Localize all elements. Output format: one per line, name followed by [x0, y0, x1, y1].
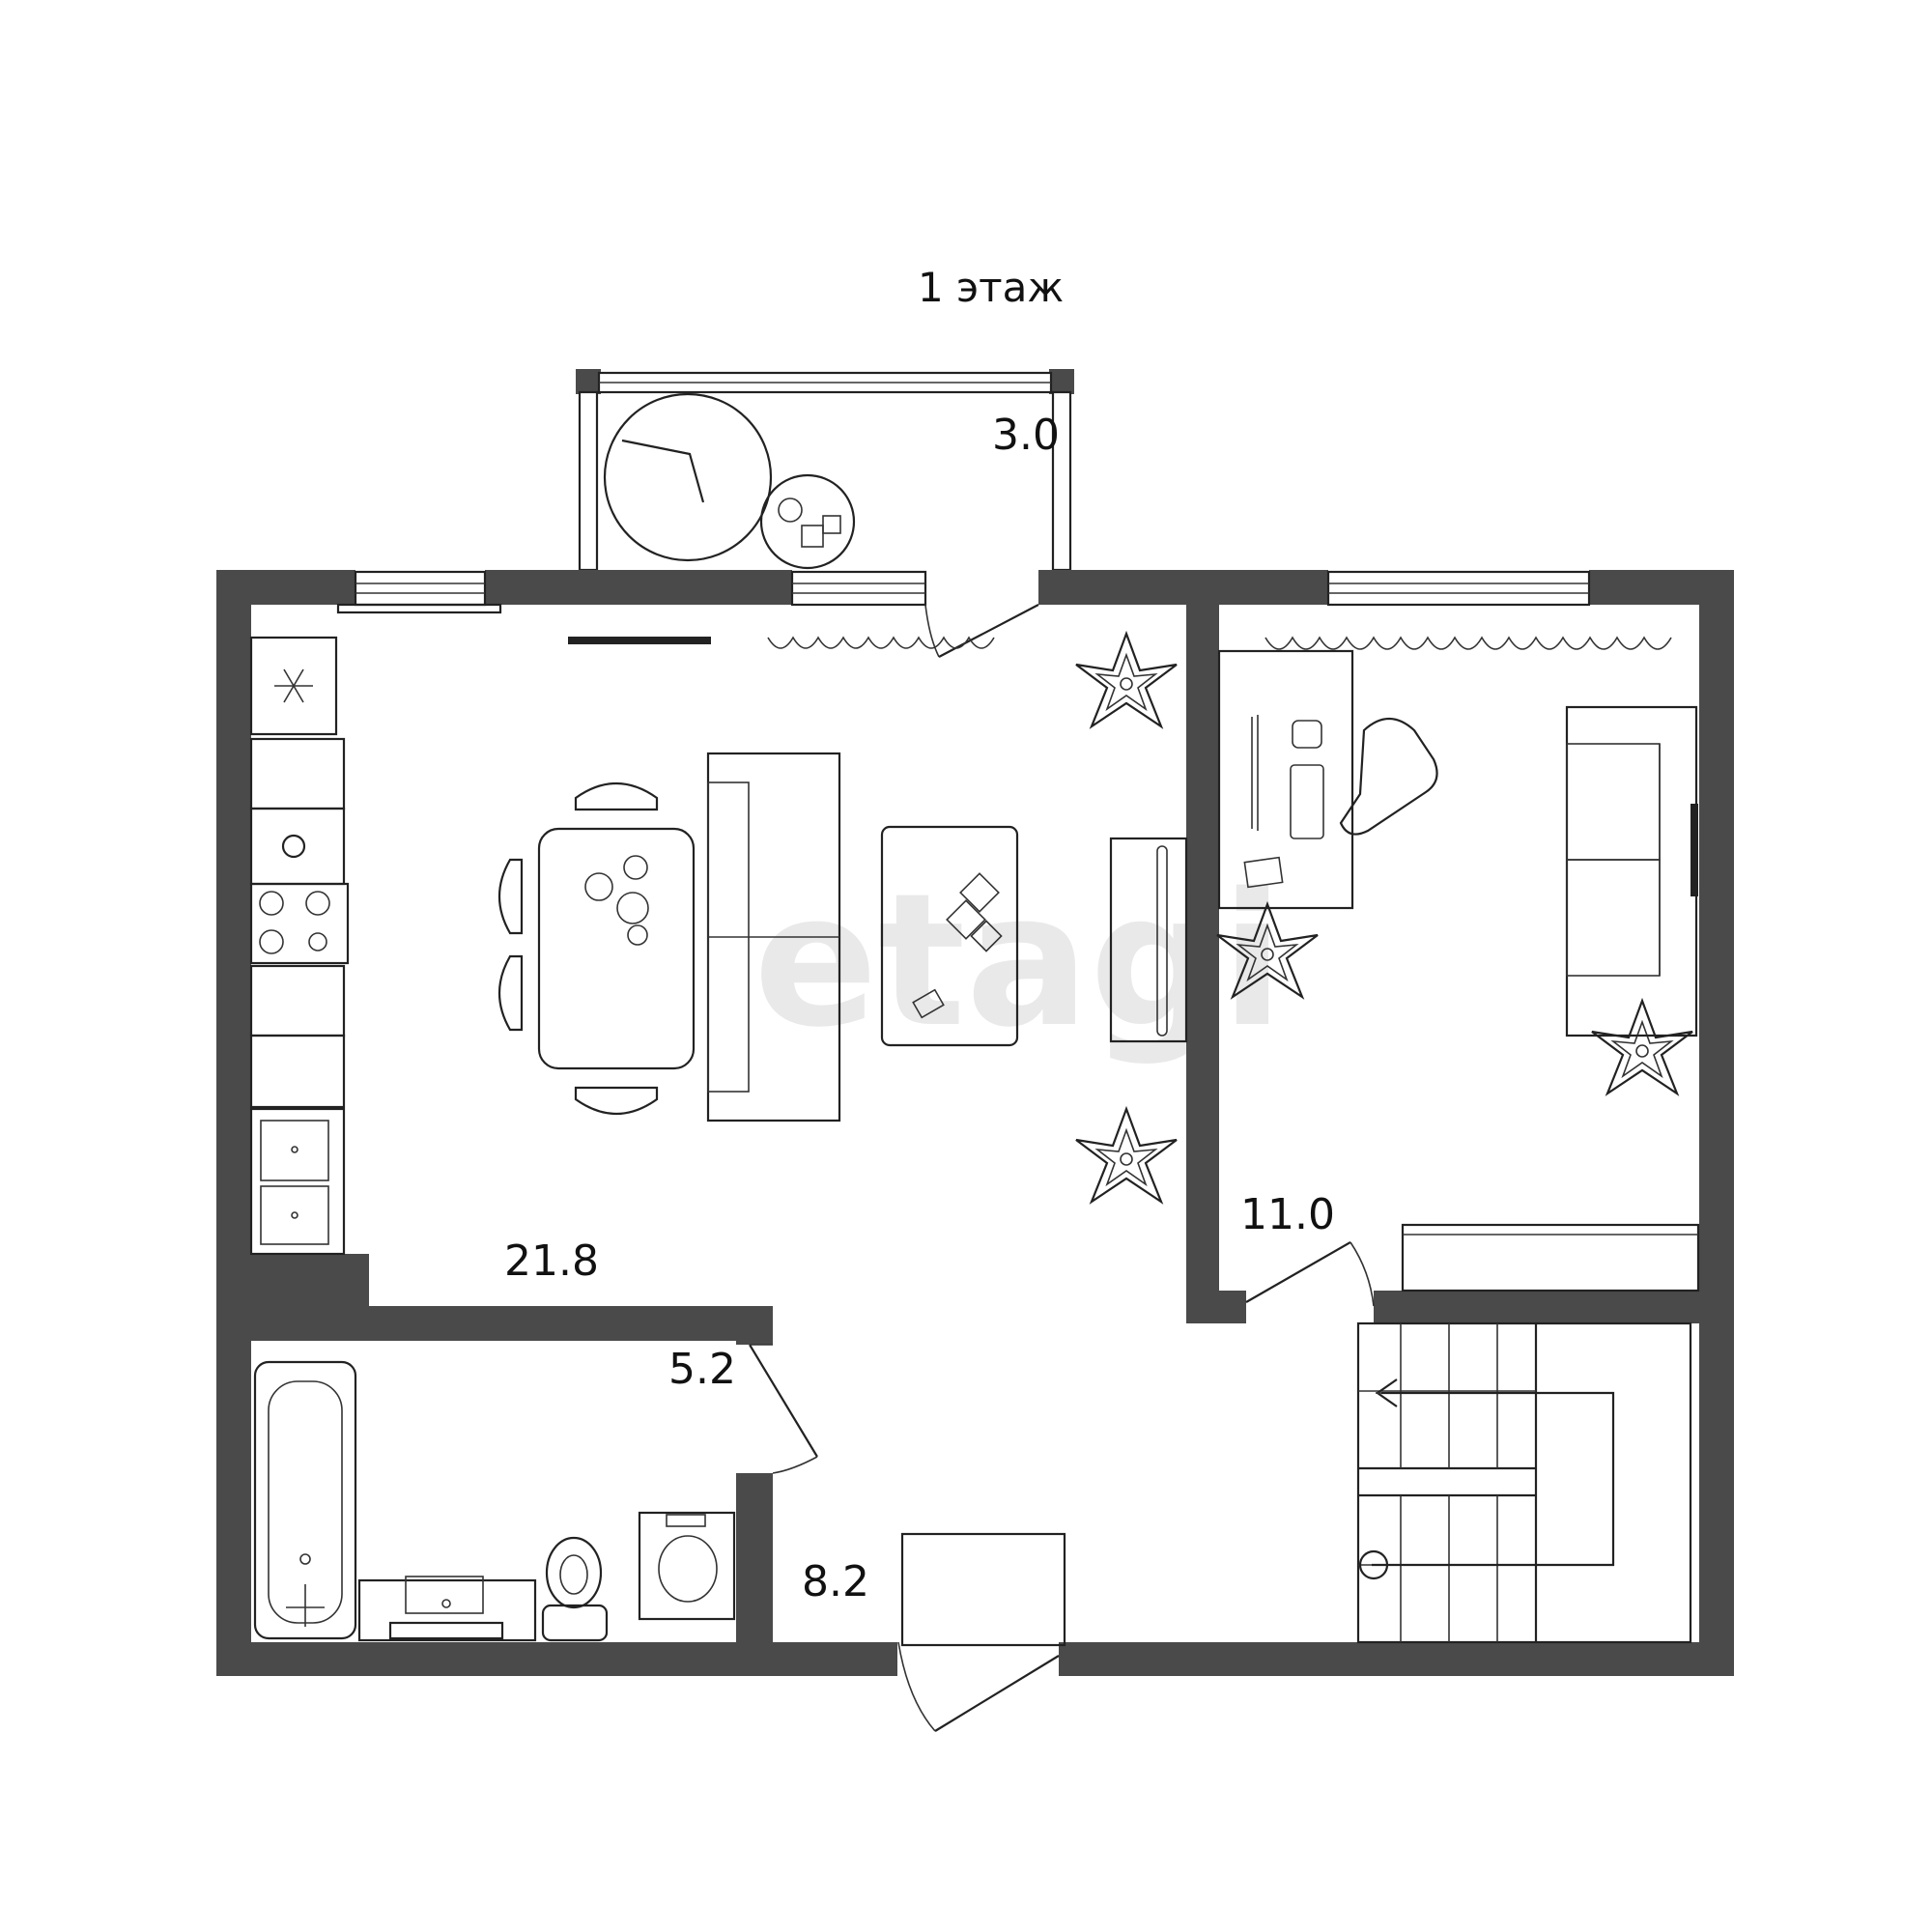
bathroom-door: [749, 1344, 818, 1474]
bathtub-icon: [253, 1360, 357, 1640]
wardrobe: [1401, 1223, 1700, 1293]
staircase: [1356, 1321, 1692, 1644]
stove-icon: [249, 882, 350, 965]
plant-icon: [1590, 999, 1694, 1095]
sink-icon: [249, 1107, 346, 1256]
hallway-area: 8.2: [802, 1557, 869, 1606]
bedroom-sofa: [1565, 705, 1698, 1037]
washing-machine-icon: [638, 1511, 736, 1621]
bedroom-area: 11.0: [1240, 1190, 1335, 1239]
walls: [216, 570, 1734, 1676]
kettle-icon: [281, 834, 306, 859]
plant-icon: [1074, 632, 1179, 728]
plant-icon: [1074, 1107, 1179, 1204]
sofa-icon: [706, 752, 841, 1122]
tv-unit: [1109, 837, 1188, 1043]
curtain-living: [767, 636, 995, 649]
office-chair: [1339, 718, 1438, 836]
desk: [1217, 649, 1354, 910]
kitchen: [249, 636, 350, 1256]
balcony-area: 3.0: [992, 411, 1060, 460]
curtain-bedroom: [1264, 636, 1672, 650]
windows: [336, 570, 1591, 644]
dining-chairs: [497, 781, 659, 1116]
living-kitchen-area: 21.8: [504, 1236, 599, 1286]
coffee-table: [880, 825, 1019, 1047]
side-table-icon: [759, 473, 856, 570]
snowflake-icon: [274, 668, 313, 703]
dining-table: [537, 827, 696, 1070]
armchair-icon: [603, 392, 773, 562]
floor-title: 1 этаж: [918, 264, 1064, 311]
bathroom-sink: [357, 1576, 537, 1642]
entrance-door: [897, 1532, 1066, 1732]
balcony: [576, 369, 1074, 572]
bedroom-door: [1245, 1241, 1375, 1307]
toilet-icon: [541, 1536, 609, 1642]
bathroom-area: 5.2: [668, 1345, 736, 1394]
balcony-door: [924, 570, 1071, 658]
